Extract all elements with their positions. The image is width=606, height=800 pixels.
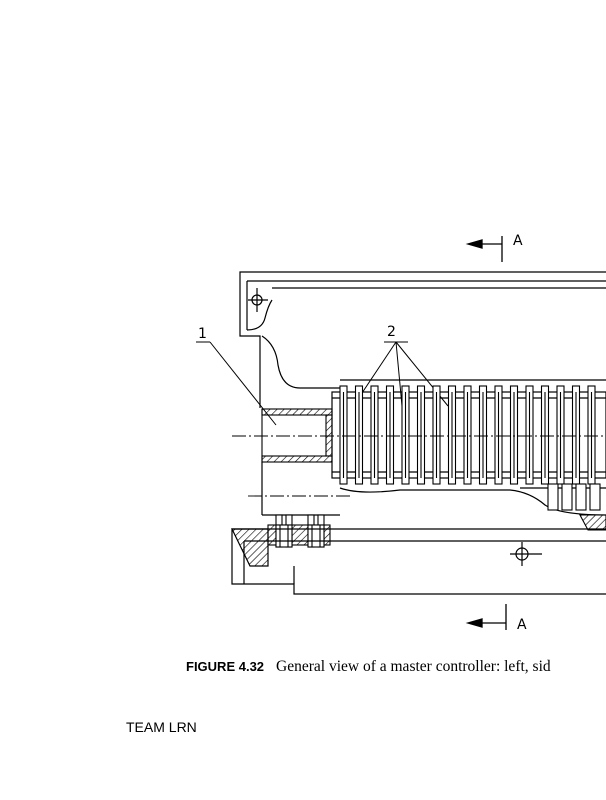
housing-cover (239, 271, 606, 408)
section-label-bottom: A (517, 617, 527, 633)
mounting-hole-base (510, 542, 542, 566)
footer-text: TEAM LRN (126, 719, 197, 735)
lower-mechanism (547, 483, 606, 531)
figure-number: FIGURE 4.32 (186, 659, 265, 674)
section-label-top: A (513, 233, 523, 249)
centre-lines (232, 435, 606, 497)
section-arrow-bottom (465, 604, 507, 630)
cam-discs (339, 385, 596, 485)
section-arrow-top (465, 236, 503, 262)
base-plate (231, 528, 606, 595)
mounting-bolts (267, 514, 331, 548)
lower-bracket (261, 462, 606, 516)
part-label-2: 2 (387, 324, 396, 340)
part-label-1: 1 (198, 326, 207, 342)
mounting-hole-top (248, 288, 268, 312)
shaft-stub (261, 408, 333, 463)
figure-caption-text: General view of a master controller: lef… (276, 658, 551, 675)
figure-caption: FIGURE 4.32 General view of a master cont… (186, 658, 551, 676)
